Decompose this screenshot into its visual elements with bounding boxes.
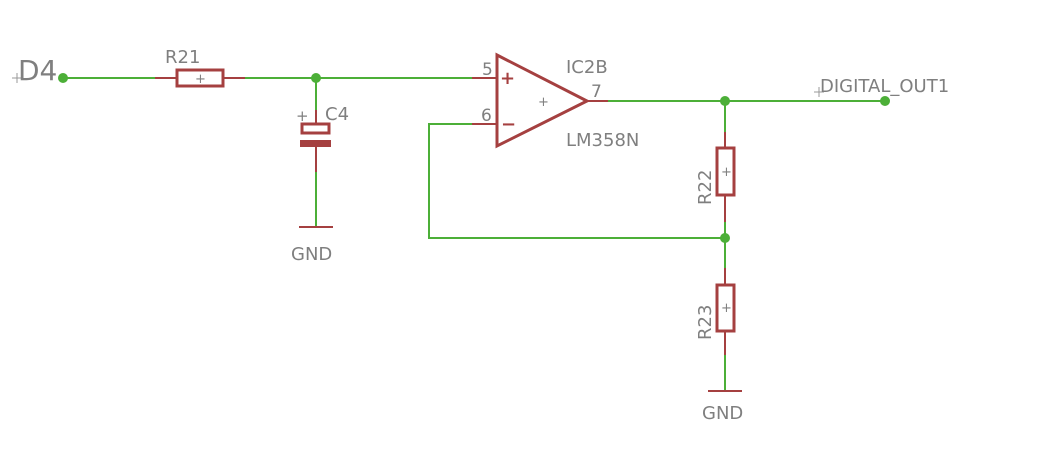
resistor-r22: + R22	[695, 132, 736, 222]
r21-label: R21	[165, 47, 200, 68]
capacitor-c4: + C4	[296, 104, 349, 172]
d4-label: D4	[18, 54, 57, 87]
pin5-label: 5	[482, 60, 493, 80]
opamp-noninv-sign: +	[500, 68, 515, 89]
opamp-ic2b: + − + 5 6 7 IC2B LM358N	[472, 52, 639, 151]
junction-feedback	[720, 233, 730, 243]
junction-c4	[311, 73, 321, 83]
gnd-right-label: GND	[702, 403, 743, 424]
r23-label: R23	[695, 305, 716, 340]
opamp-center-marker: +	[538, 95, 549, 110]
digital-out-terminal	[880, 96, 890, 106]
opamp-name-label: IC2B	[566, 57, 608, 78]
digital-out-label: DIGITAL_OUT1	[820, 76, 949, 97]
wire-feedback	[428, 123, 725, 239]
resistor-r21: + R21	[155, 47, 245, 88]
r23-marker: +	[721, 301, 732, 316]
c4-plate-negative	[300, 140, 331, 147]
opamp-inv-sign: −	[501, 114, 516, 135]
c4-plus-sign: +	[296, 107, 309, 125]
r22-label: R22	[695, 170, 716, 205]
gnd-left-symbol: GND	[291, 226, 333, 265]
d4-net-label: D4	[12, 54, 57, 87]
pin7-label: 7	[591, 82, 602, 102]
r22-marker: +	[721, 165, 732, 180]
c4-label: C4	[325, 104, 349, 125]
resistor-r23: + R23	[695, 268, 736, 355]
digital-out-net-label: DIGITAL_OUT1	[814, 76, 949, 97]
opamp-part-label: LM358N	[566, 130, 639, 151]
d4-terminal	[58, 73, 68, 83]
c4-plate-positive	[300, 122, 331, 135]
gnd-left-label: GND	[291, 244, 332, 265]
opamp-triangle	[495, 52, 591, 149]
pin6-label: 6	[481, 106, 492, 126]
junction-output	[720, 96, 730, 106]
r21-marker: +	[195, 72, 206, 87]
junctions	[58, 73, 890, 243]
gnd-right-symbol: GND	[702, 390, 743, 424]
wires	[63, 77, 885, 390]
